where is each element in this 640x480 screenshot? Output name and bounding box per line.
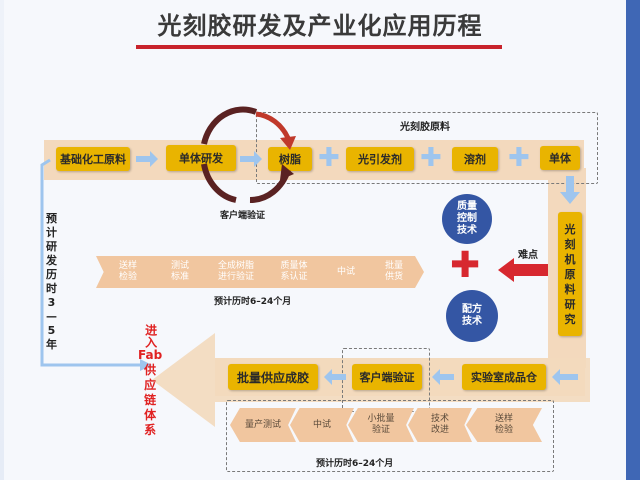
- bottom-chevron-5: 送样 检验: [466, 408, 542, 442]
- raw-material-group: [256, 112, 598, 184]
- solvent-box: 溶剂: [452, 147, 498, 171]
- left-arrow-icon-2: [432, 369, 454, 385]
- mass-supply-box: 批量供应成胶: [228, 364, 318, 390]
- formula-circle: 配方 技术: [446, 290, 498, 342]
- bottom-chevron-2: 中试: [290, 408, 354, 442]
- red-plus-icon: ✚: [450, 245, 481, 286]
- quality-control-circle: 质量 控制 技术: [442, 194, 492, 244]
- title-underline: [136, 45, 502, 49]
- cycle-arrow-icon: [201, 106, 296, 204]
- chevron-step-4: 质量体 系认证: [260, 256, 328, 288]
- lab-product-box: 实验室成品仓: [462, 364, 546, 390]
- plus-icon-2: ✚: [420, 143, 442, 173]
- chevron-step-1: 送样 检验: [96, 256, 160, 288]
- chevron-step-3: 全成树脂 进行验证: [200, 256, 272, 288]
- chevron-step-6: 批量 供货: [364, 256, 424, 288]
- chevron-step-5: 中试: [316, 256, 376, 288]
- bottom-chevron-1: 量产测试: [230, 408, 296, 442]
- customer-verify-top: 客户端验证: [220, 211, 266, 221]
- bottom-chevron-3: 小批量 验证: [348, 408, 414, 442]
- bottom-chevron-group: [226, 400, 554, 472]
- arrow-icon-2: [240, 151, 262, 167]
- page-title: 光刻胶研发及产业化应用历程: [157, 12, 483, 40]
- plus-icon-3: ✚: [508, 143, 530, 173]
- difficulty-label: 难点: [518, 250, 538, 261]
- blue-edge: [626, 0, 640, 480]
- plus-icon-1: ✚: [318, 143, 340, 173]
- bottom-chevron-4: 技术 改进: [408, 408, 472, 442]
- resin-box: 树脂: [268, 147, 312, 171]
- down-arrow-icon: [560, 176, 580, 204]
- research-box: 光刻机原料研究: [558, 212, 582, 336]
- monomer-dev-box: 单体研发: [166, 145, 236, 171]
- raw-material-label: 光刻胶原料: [400, 122, 450, 133]
- left-arrow-icon-1: [324, 369, 346, 385]
- bottom-duration: 预计历时6–24个月: [316, 459, 394, 469]
- basic-chem-box: 基础化工原料: [56, 147, 130, 171]
- difficulty-arrow-icon: [498, 258, 548, 282]
- left-flow-line: [40, 158, 152, 371]
- customer-verify-box: 客户端验证: [352, 364, 422, 390]
- left-arrow-icon-3: [552, 369, 578, 385]
- middle-duration: 预计历时6–24个月: [214, 297, 292, 307]
- fab-supply-text: 进入 Fab 供应链体系: [138, 324, 163, 437]
- monomer-box: 单体: [540, 146, 580, 170]
- chevron-step-2: 测试 标准: [148, 256, 212, 288]
- arrow-icon-1: [136, 151, 158, 167]
- photoinitiator-box: 光引发剂: [346, 147, 414, 171]
